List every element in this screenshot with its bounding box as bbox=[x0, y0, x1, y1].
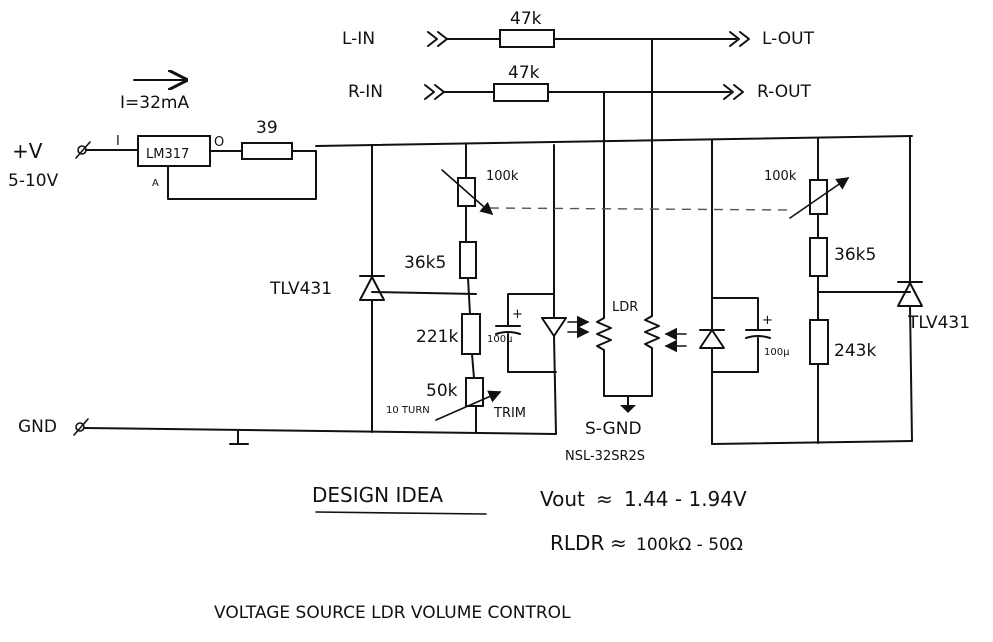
ldr-part-number: NSL-32SR2S bbox=[565, 449, 645, 464]
vout-label: Vout bbox=[540, 487, 585, 511]
gnd-terminal bbox=[75, 422, 85, 432]
left-cap-top-wire bbox=[507, 293, 555, 327]
adj-feedback-wire bbox=[167, 150, 317, 200]
r-out-label: R-OUT bbox=[757, 82, 812, 102]
cap-right-value: 100µ bbox=[764, 347, 790, 358]
resistor-current-set-value: 39 bbox=[256, 118, 278, 138]
design-notes: DESIGN IDEA Vout ≈ 1.44 - 1.94V RLDR ≈ 1… bbox=[214, 483, 747, 623]
tlv431-left-symbol bbox=[359, 276, 385, 301]
supply-terminal-slash bbox=[75, 141, 91, 159]
r-in-connector bbox=[424, 84, 445, 100]
resistor-left-221k-value: 221k bbox=[416, 327, 458, 347]
regulator-pin-adj: A bbox=[152, 178, 159, 189]
trimpot-50k-label: TRIM bbox=[493, 406, 526, 421]
supply-section: +V 5-10V I LM317 O A 39 I=32mA bbox=[8, 80, 317, 200]
supply-plus-label: +V bbox=[12, 139, 43, 163]
resistor-left-36k5 bbox=[459, 241, 477, 279]
supply-range-label: 5-10V bbox=[8, 171, 59, 191]
ldr-right-resistor bbox=[644, 315, 660, 397]
led-left-symbol bbox=[541, 317, 567, 337]
ldr-label: LDR bbox=[612, 300, 638, 315]
positive-rail bbox=[315, 135, 913, 147]
led-left-bottom-wire bbox=[553, 335, 557, 435]
regulator-pin-out: O bbox=[214, 135, 224, 150]
ground-rail-group: GND bbox=[18, 417, 913, 445]
ground-rail-left bbox=[83, 427, 557, 435]
resistor-series-left-value: 47k bbox=[510, 9, 542, 29]
trimpot-50k-note: 10 TURN bbox=[386, 405, 430, 416]
trimpot-right-value: 100k bbox=[764, 169, 797, 184]
tlv431-right-symbol bbox=[897, 282, 923, 307]
left-channel-path: L-IN 47k L-OUT bbox=[342, 9, 815, 49]
signal-gnd-label: S-GND bbox=[585, 419, 642, 439]
current-label: I=32mA bbox=[120, 93, 189, 113]
regulator-lm317 bbox=[137, 135, 211, 167]
cap-right-plate-2 bbox=[745, 335, 771, 339]
resistor-right-36k5 bbox=[809, 237, 828, 277]
r-out-connector bbox=[723, 84, 744, 100]
cap-left-plate-2 bbox=[495, 331, 521, 335]
gnd-label: GND bbox=[18, 417, 57, 437]
right-channel-path: R-IN 47k R-OUT bbox=[348, 63, 812, 102]
signal-gnd-symbol bbox=[620, 405, 636, 413]
rldr-label: RLDR bbox=[550, 531, 604, 555]
resistor-right-36k5-value: 36k5 bbox=[834, 245, 876, 265]
trimpot-left-arrow bbox=[441, 169, 494, 216]
right-cap-top-wire bbox=[711, 297, 759, 331]
left-chain-wire-4 bbox=[471, 353, 475, 379]
r-in-label: R-IN bbox=[348, 82, 383, 102]
resistor-left-36k5-value: 36k5 bbox=[404, 253, 446, 273]
l-in-label: L-IN bbox=[342, 29, 375, 49]
regulator-label: LM317 bbox=[146, 147, 189, 162]
footer-title: VOLTAGE SOURCE LDR VOLUME CONTROL bbox=[214, 603, 571, 623]
cap-left-plus: + bbox=[512, 307, 523, 322]
resistor-series-right bbox=[493, 83, 549, 102]
trimpot-right-arrow bbox=[789, 177, 850, 219]
regulator-pin-in: I bbox=[116, 134, 120, 149]
ground-rail-right bbox=[711, 440, 913, 445]
trimpot-50k-value: 50k bbox=[426, 381, 458, 401]
trimpot-left-value: 100k bbox=[486, 169, 519, 184]
ldr-left-resistor bbox=[596, 317, 612, 397]
gnd-terminal-slash bbox=[73, 418, 89, 436]
left-chain-wire-3 bbox=[467, 277, 471, 315]
rldr-value: 100kΩ - 50Ω bbox=[636, 535, 743, 555]
resistor-right-243k-value: 243k bbox=[834, 341, 876, 361]
resistor-series-right-value: 47k bbox=[508, 63, 540, 83]
right-ref-bottom-wire bbox=[909, 305, 913, 442]
design-idea-heading: DESIGN IDEA bbox=[312, 483, 443, 507]
tlv431-right-label: TLV431 bbox=[907, 313, 970, 333]
trimpot-right-100k bbox=[809, 179, 828, 215]
rldr-approx: ≈ bbox=[610, 531, 627, 555]
cap-left-value: 100µ bbox=[487, 334, 513, 345]
resistor-right-243k bbox=[809, 319, 829, 365]
tlv431-left-label: TLV431 bbox=[269, 279, 332, 299]
resistor-current-set bbox=[241, 142, 293, 160]
ldr-network: LDR S-GND NSL-32SR2S bbox=[565, 38, 660, 464]
l-in-connector bbox=[427, 31, 448, 47]
cap-right-plus: + bbox=[762, 313, 773, 328]
l-out-label: L-OUT bbox=[762, 29, 815, 49]
left-voltage-source: TLV431 100k 36k5 221k 50k 10 TURN TRIM +… bbox=[269, 144, 590, 435]
vout-approx: ≈ bbox=[596, 487, 613, 511]
ganged-trimmer-link bbox=[489, 207, 791, 211]
design-idea-underline bbox=[315, 511, 487, 515]
l-out-connector bbox=[729, 31, 750, 47]
resistor-series-left bbox=[499, 29, 555, 48]
left-ref-tap-wire bbox=[371, 291, 477, 295]
trimpot-50k bbox=[465, 377, 484, 407]
led-right-symbol bbox=[699, 329, 725, 349]
right-voltage-source: + 100µ 100k 36k5 243k TLV431 bbox=[664, 135, 970, 445]
resistor-left-221k bbox=[461, 313, 481, 355]
trimpot-50k-arrow bbox=[435, 390, 502, 421]
vout-value: 1.44 - 1.94V bbox=[624, 487, 747, 511]
